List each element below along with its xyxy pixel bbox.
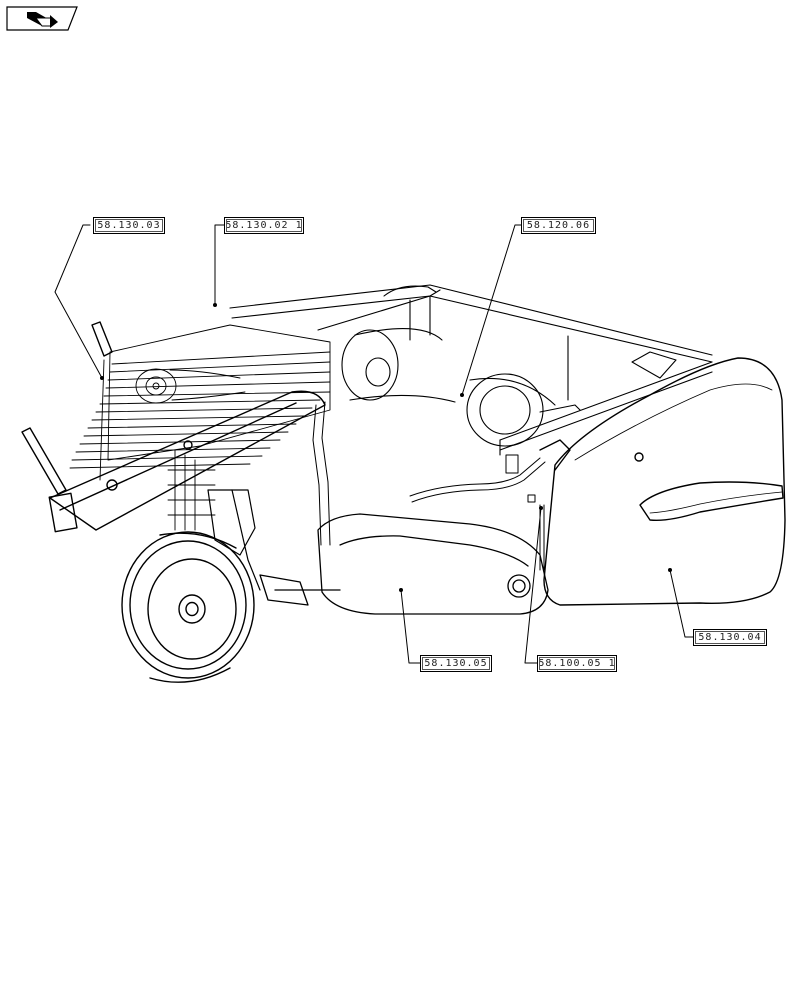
- callout-58-130-02-1[interactable]: 58.130.02 1: [224, 217, 304, 234]
- callout-58-130-03[interactable]: 58.130.03: [93, 217, 165, 234]
- nav-back-icon[interactable]: [6, 6, 78, 31]
- callout-58-130-05[interactable]: 58.130.05: [420, 655, 492, 672]
- frame: [229, 284, 713, 456]
- front-guard: [259, 513, 549, 615]
- side-shield: [539, 357, 786, 606]
- hydraulic-lines: [312, 401, 546, 571]
- gauge-wheel: [121, 531, 255, 683]
- leader-dots: [100, 303, 672, 592]
- callout-58-130-04[interactable]: 58.130.04: [693, 629, 767, 646]
- leader-lines: [54, 224, 694, 664]
- central-drum: [341, 328, 581, 447]
- callout-58-120-06[interactable]: 58.120.06: [521, 217, 596, 234]
- tine-reel: [69, 324, 331, 531]
- callout-58-100-05-1[interactable]: 58.100.05 1: [537, 655, 617, 672]
- support-stand: [207, 489, 261, 591]
- drawbar: [21, 321, 326, 533]
